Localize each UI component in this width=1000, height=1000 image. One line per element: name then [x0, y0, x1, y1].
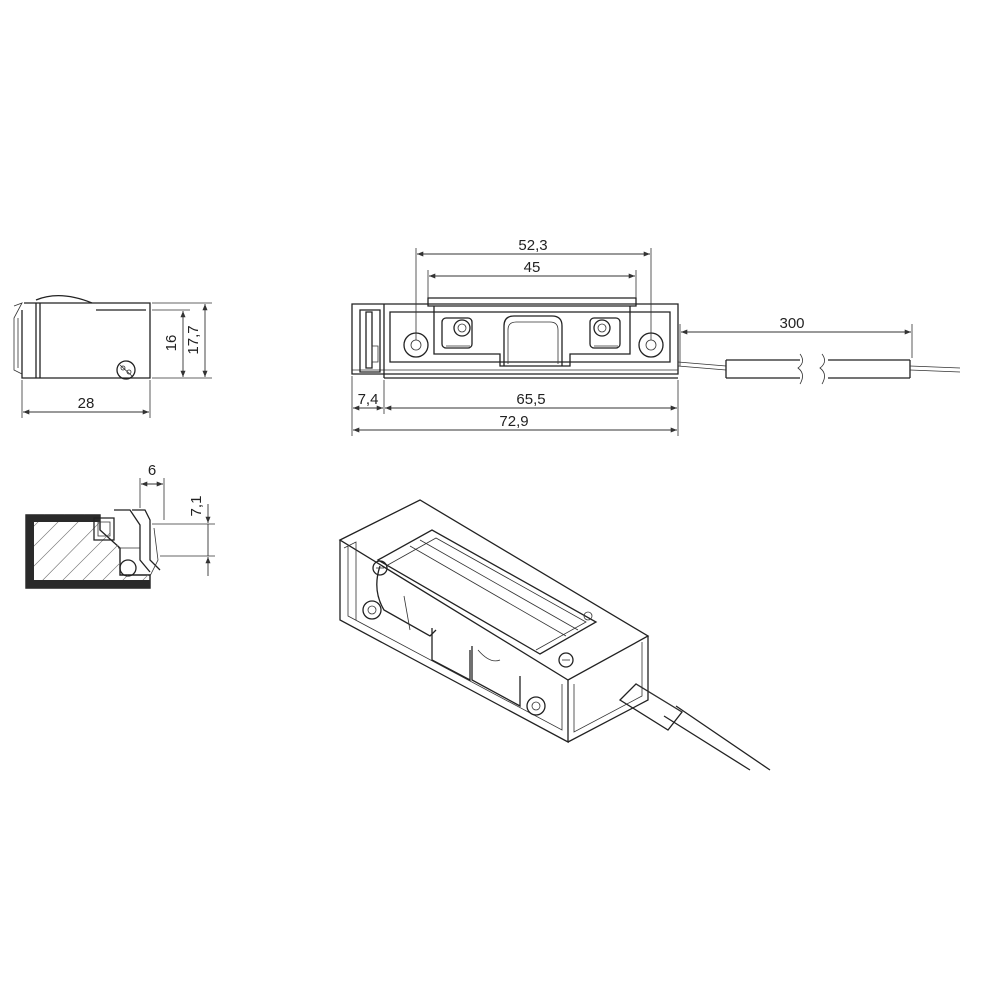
dim-side-height-outer-label: 17,7	[185, 325, 202, 354]
cable	[677, 353, 961, 385]
dimension-cable-length: 300	[679, 315, 913, 366]
dim-plate-width-label: 45	[524, 259, 541, 276]
iso-screw-bottom	[526, 696, 546, 716]
side-view	[13, 295, 151, 380]
front-screw-left	[441, 317, 473, 349]
dimension-mount-hole-spacing: 52,3	[415, 237, 652, 340]
front-screw-right	[589, 317, 621, 349]
dim-side-height-inner-label: 16	[163, 335, 180, 352]
section-detail	[25, 509, 161, 589]
dimension-section-width: 6	[139, 462, 165, 520]
dim-cable-length-label: 300	[779, 315, 804, 332]
dimension-side-height: 16 17,7	[152, 302, 212, 379]
iso-screw-right	[558, 652, 574, 668]
dimension-overall: 7,4 65,5 72,9	[351, 376, 679, 436]
dim-offset-left-label: 7,4	[358, 391, 379, 408]
dim-side-width-label: 28	[78, 395, 95, 412]
front-view	[351, 297, 961, 385]
dim-total-length-label: 72,9	[499, 413, 528, 430]
isometric-view	[338, 499, 771, 771]
dimension-side-width: 28	[21, 380, 151, 418]
iso-screw-left	[362, 600, 382, 620]
dim-mount-hole-spacing-label: 52,3	[518, 237, 547, 254]
dim-section-width-label: 6	[148, 462, 156, 479]
iso-screw-top	[372, 560, 388, 576]
dim-section-height-label: 7,1	[188, 496, 205, 517]
dimension-plate-width: 45	[427, 259, 637, 298]
dim-body-length-label: 65,5	[516, 391, 545, 408]
dimension-section-height: 7,1	[152, 496, 215, 576]
iso-cable	[618, 683, 771, 771]
